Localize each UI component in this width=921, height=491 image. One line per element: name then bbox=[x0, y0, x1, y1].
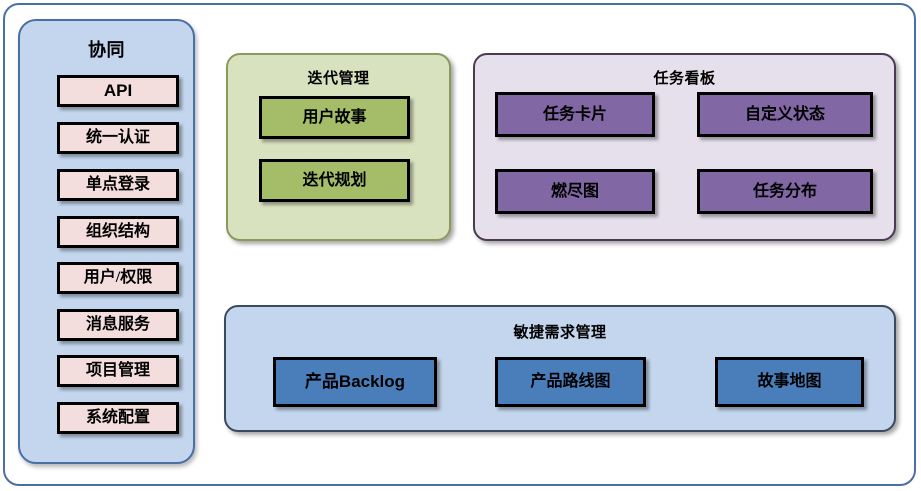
taskboard-item-burndown[interactable]: 燃尽图 bbox=[495, 169, 655, 214]
taskboard-item-task-dist[interactable]: 任务分布 bbox=[697, 169, 873, 214]
sidebar-item-sso[interactable]: 单点登录 bbox=[57, 169, 179, 201]
group-iteration-management[interactable]: 迭代管理 用户故事 迭代规划 bbox=[226, 53, 451, 241]
agile-item-product-roadmap[interactable]: 产品路线图 bbox=[495, 357, 646, 407]
iteration-item-iteration-plan[interactable]: 迭代规划 bbox=[259, 159, 410, 202]
group-iteration-title: 迭代管理 bbox=[307, 70, 370, 87]
taskboard-item-task-card[interactable]: 任务卡片 bbox=[495, 92, 655, 137]
sidebar-item-api[interactable]: API bbox=[57, 75, 179, 107]
agile-item-product-backlog[interactable]: 产品Backlog bbox=[273, 357, 437, 407]
sidebar-item-user-perms[interactable]: 用户/权限 bbox=[57, 262, 179, 294]
group-collaboration-title: 协同 bbox=[88, 40, 125, 60]
group-task-board-title: 任务看板 bbox=[653, 70, 716, 87]
group-agile-title: 敏捷需求管理 bbox=[513, 324, 607, 341]
agile-item-story-map[interactable]: 故事地图 bbox=[715, 357, 864, 407]
outer-container: 协同 API 统一认证 单点登录 组织结构 用户/权限 消息服务 项目管理 系统… bbox=[3, 3, 916, 486]
sidebar-item-unified-auth[interactable]: 统一认证 bbox=[57, 122, 179, 154]
sidebar-item-org-structure[interactable]: 组织结构 bbox=[57, 216, 179, 248]
sidebar-item-message-svc[interactable]: 消息服务 bbox=[57, 309, 179, 341]
group-agile-requirements[interactable]: 敏捷需求管理 产品Backlog 产品路线图 故事地图 bbox=[224, 305, 896, 432]
sidebar-item-project-mgmt[interactable]: 项目管理 bbox=[57, 355, 179, 387]
group-task-board[interactable]: 任务看板 任务卡片 自定义状态 燃尽图 任务分布 bbox=[473, 53, 896, 241]
sidebar-item-system-config[interactable]: 系统配置 bbox=[57, 402, 179, 434]
group-collaboration[interactable]: 协同 API 统一认证 单点登录 组织结构 用户/权限 消息服务 项目管理 系统… bbox=[18, 19, 195, 464]
iteration-item-user-story[interactable]: 用户故事 bbox=[259, 96, 410, 139]
taskboard-item-custom-status[interactable]: 自定义状态 bbox=[697, 92, 873, 137]
